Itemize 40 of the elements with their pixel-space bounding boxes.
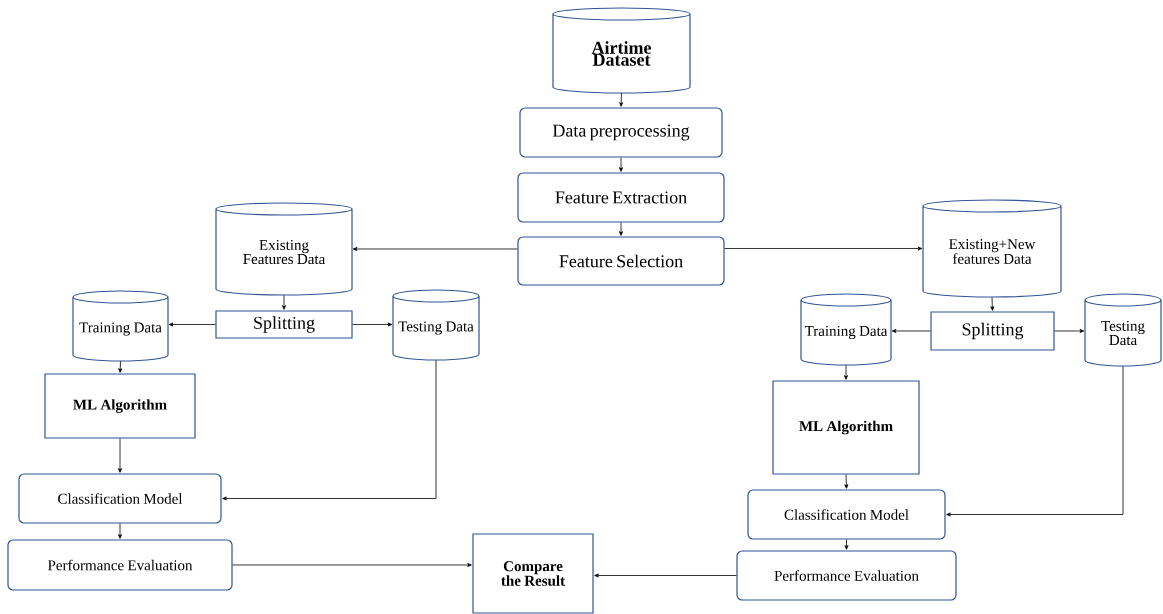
arrow [724,246,923,251]
process-box: ML Algorithm [44,373,196,439]
process-box: Performance Evaluation [7,539,233,591]
arrow [352,322,393,327]
process-box: Classification Model [747,489,946,540]
arrow [1054,329,1085,333]
arrow [619,157,623,172]
process-box: Compare the Result [472,533,594,614]
arrow [118,360,123,373]
arrow [118,438,122,473]
data-cylinder: Testing Data [1084,293,1162,367]
process-box: Classification Model [18,473,222,524]
arrow [118,523,122,539]
arrow [619,92,624,107]
arrow [844,364,848,380]
arrow [990,296,995,311]
data-cylinder: Testing Data [392,289,480,361]
arrow [619,222,623,236]
data-cylinder: Training Data [800,293,892,366]
process-box: Feature Selection [517,236,725,286]
data-cylinder: Training Data [72,290,169,362]
process-box: ML Algorithm [772,380,920,475]
process-box: Performance Evaluation [736,550,957,601]
arrow [594,573,737,578]
data-cylinder: Existing+New features Data [922,199,1062,298]
arrow [844,474,849,489]
process-box: Splitting [215,310,353,339]
process-box: Splitting [930,311,1055,351]
arrow [222,359,437,501]
process-box: Data preprocessing [519,107,723,158]
arrow [844,539,849,550]
arrow [282,294,286,310]
arrow [352,247,518,251]
data-cylinder: Airtime Dataset [552,7,691,94]
process-box: Feature Extraction [517,172,725,223]
arrow [168,322,216,327]
arrow [891,329,931,333]
arrow [232,563,472,567]
arrow [946,365,1124,517]
data-cylinder: Existing Features Data [215,202,353,296]
